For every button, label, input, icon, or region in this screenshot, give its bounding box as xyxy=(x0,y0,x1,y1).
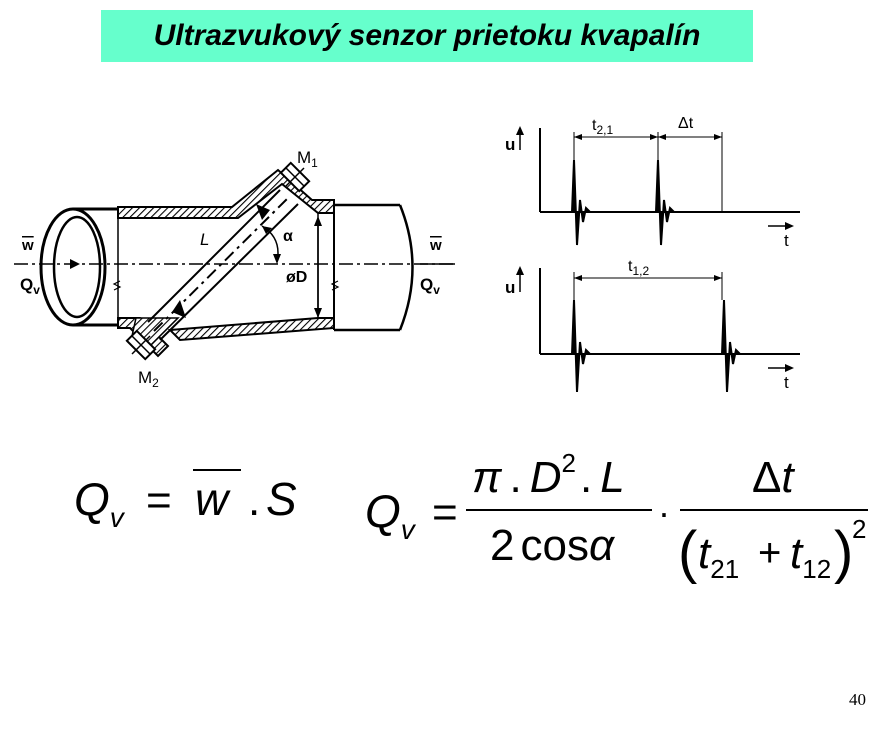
formula1-s: S xyxy=(266,473,297,525)
label-diameter: øD xyxy=(286,269,307,286)
formula2-t21: t21 xyxy=(698,529,739,584)
label-t12: t1,2 xyxy=(628,258,649,278)
formula1-w: w xyxy=(195,473,231,525)
formula2-square: 2 xyxy=(852,514,866,544)
label-path-length: L xyxy=(200,230,209,249)
label-flow-right: Qv xyxy=(420,275,440,297)
label-t21: t2,1 xyxy=(592,117,613,137)
label-delta-t: Δt xyxy=(678,115,694,132)
formula2-numerator: π.D2.L xyxy=(472,448,625,502)
formula1-lhs: Qv xyxy=(74,473,126,533)
timing-plot-top xyxy=(516,126,800,246)
label-velocity-right: w xyxy=(429,237,442,254)
formula2-lhs: Qv xyxy=(365,485,417,545)
label-m2: M2 xyxy=(138,368,159,390)
formula2-rparen: ) xyxy=(834,520,853,585)
transducer-m1 xyxy=(279,161,311,193)
page-number: 40 xyxy=(849,690,866,709)
pipe-outlet xyxy=(333,200,414,332)
formula2-numerator2: Δt xyxy=(752,453,795,502)
formula2-mult: · xyxy=(658,492,670,533)
transducer-m2 xyxy=(125,329,157,361)
label-u-top: u xyxy=(505,135,515,154)
timing-plot-bottom xyxy=(516,266,800,393)
label-m1: M1 xyxy=(297,148,318,170)
label-u-bottom: u xyxy=(505,278,515,297)
label-flow-left: Qv xyxy=(20,275,40,297)
label-velocity-left: w xyxy=(21,237,34,254)
formula-simple: Qv = w . S xyxy=(74,469,297,533)
formula2-equals: = xyxy=(432,488,458,537)
label-t-top: t xyxy=(784,231,789,250)
label-angle: α xyxy=(283,228,293,245)
formula1-equals: = xyxy=(146,476,172,525)
title-banner: Ultrazvukový senzor prietoku kvapalín xyxy=(101,10,753,62)
formula2-lparen: ( xyxy=(678,520,697,585)
slide-title: Ultrazvukový senzor prietoku kvapalín xyxy=(153,19,701,52)
formula1-dot: . xyxy=(248,476,260,525)
transducer-tube xyxy=(147,189,299,341)
formula2-t12: t12 xyxy=(790,529,831,584)
label-t-bottom: t xyxy=(784,373,789,392)
formula2-plus: + xyxy=(758,531,781,575)
